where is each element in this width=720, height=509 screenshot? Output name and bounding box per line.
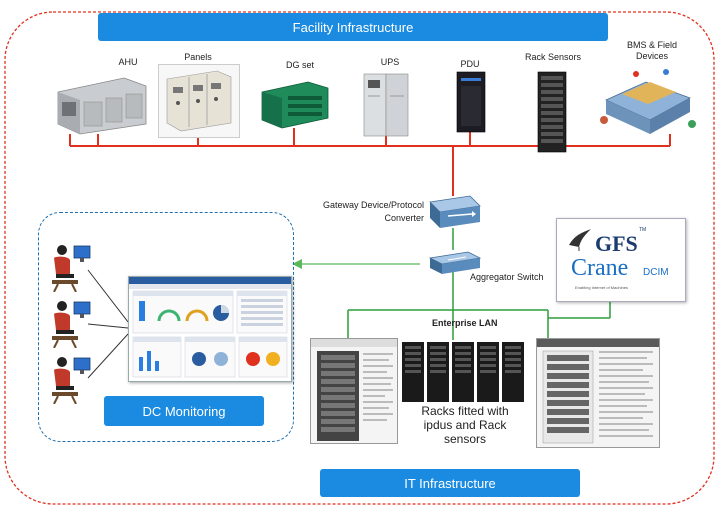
logo-gfs: GFS — [595, 231, 638, 256]
gfs-crane-logo-box: GFS TM Crane DCIM Enabling Internet of M… — [556, 218, 686, 302]
gateway-label-line2: Converter — [384, 213, 424, 223]
ups-label: UPS — [380, 57, 400, 67]
dc-monitoring-region — [38, 212, 294, 442]
dcim-dashboard-thumbnail — [128, 276, 292, 382]
ahu-image — [57, 77, 147, 135]
dc-monitoring-banner: DC Monitoring — [104, 396, 264, 426]
operator-icon — [52, 245, 91, 292]
dg-set-image — [261, 81, 329, 129]
bms-label-line2: Devices — [635, 51, 668, 61]
bms-label-line1: BMS & Field — [626, 40, 677, 50]
rack-sensors-label: Rack Sensors — [524, 52, 582, 62]
rack-sensors-image — [537, 71, 567, 153]
crane-bird-icon — [569, 229, 591, 251]
logo-dcim: DCIM — [643, 267, 669, 278]
racks-caption-line3: sensors — [443, 432, 487, 446]
facility-bus — [69, 128, 671, 196]
facility-infrastructure-banner: Facility Infrastructure — [98, 13, 608, 41]
operator-icon — [52, 301, 91, 348]
ups-image — [363, 73, 409, 137]
dg-set-label: DG set — [285, 60, 314, 70]
aggregator-switch-label: Aggregator Switch — [470, 272, 544, 282]
racks-caption: Racks fitted with ipdus and Rack sensors — [406, 404, 524, 446]
gateway-label-line1: Gateway Device/Protocol — [322, 200, 424, 210]
monitoring-arrow — [292, 259, 420, 269]
outer-border — [4, 11, 715, 505]
racks-caption-line1: Racks fitted with — [421, 404, 509, 418]
panels-image — [166, 70, 232, 132]
enterprise-lan-label: Enterprise LAN — [432, 318, 498, 328]
dashboard-graphic — [129, 277, 291, 378]
pdu-image — [456, 71, 486, 133]
racks-caption-line2: ipdus and Rack — [423, 418, 507, 432]
bms-image — [600, 69, 696, 134]
it-infrastructure-banner: IT Infrastructure — [320, 469, 580, 497]
rack-screenshot-right-graphic — [537, 339, 659, 444]
ahu-label: AHU — [118, 57, 138, 67]
logo-crane: Crane — [571, 255, 629, 281]
rack-screenshot-right — [536, 338, 660, 448]
operator-icon — [52, 357, 91, 404]
enterprise-lan-lines — [347, 268, 611, 340]
rack-screenshot-left — [310, 338, 398, 444]
aggregator-switch-icon — [428, 251, 482, 274]
gateway-device-icon — [429, 195, 481, 228]
pdu-label: PDU — [460, 59, 480, 69]
operator-lines — [87, 269, 129, 379]
logo-tm: TM — [639, 227, 647, 233]
panels-label: Panels — [184, 52, 212, 62]
server-racks-image — [402, 342, 524, 402]
panels-image-frame — [158, 64, 240, 138]
logo-tagline: Enabling Internet of Machines — [575, 285, 628, 290]
rack-screenshot-left-graphic — [311, 339, 397, 441]
